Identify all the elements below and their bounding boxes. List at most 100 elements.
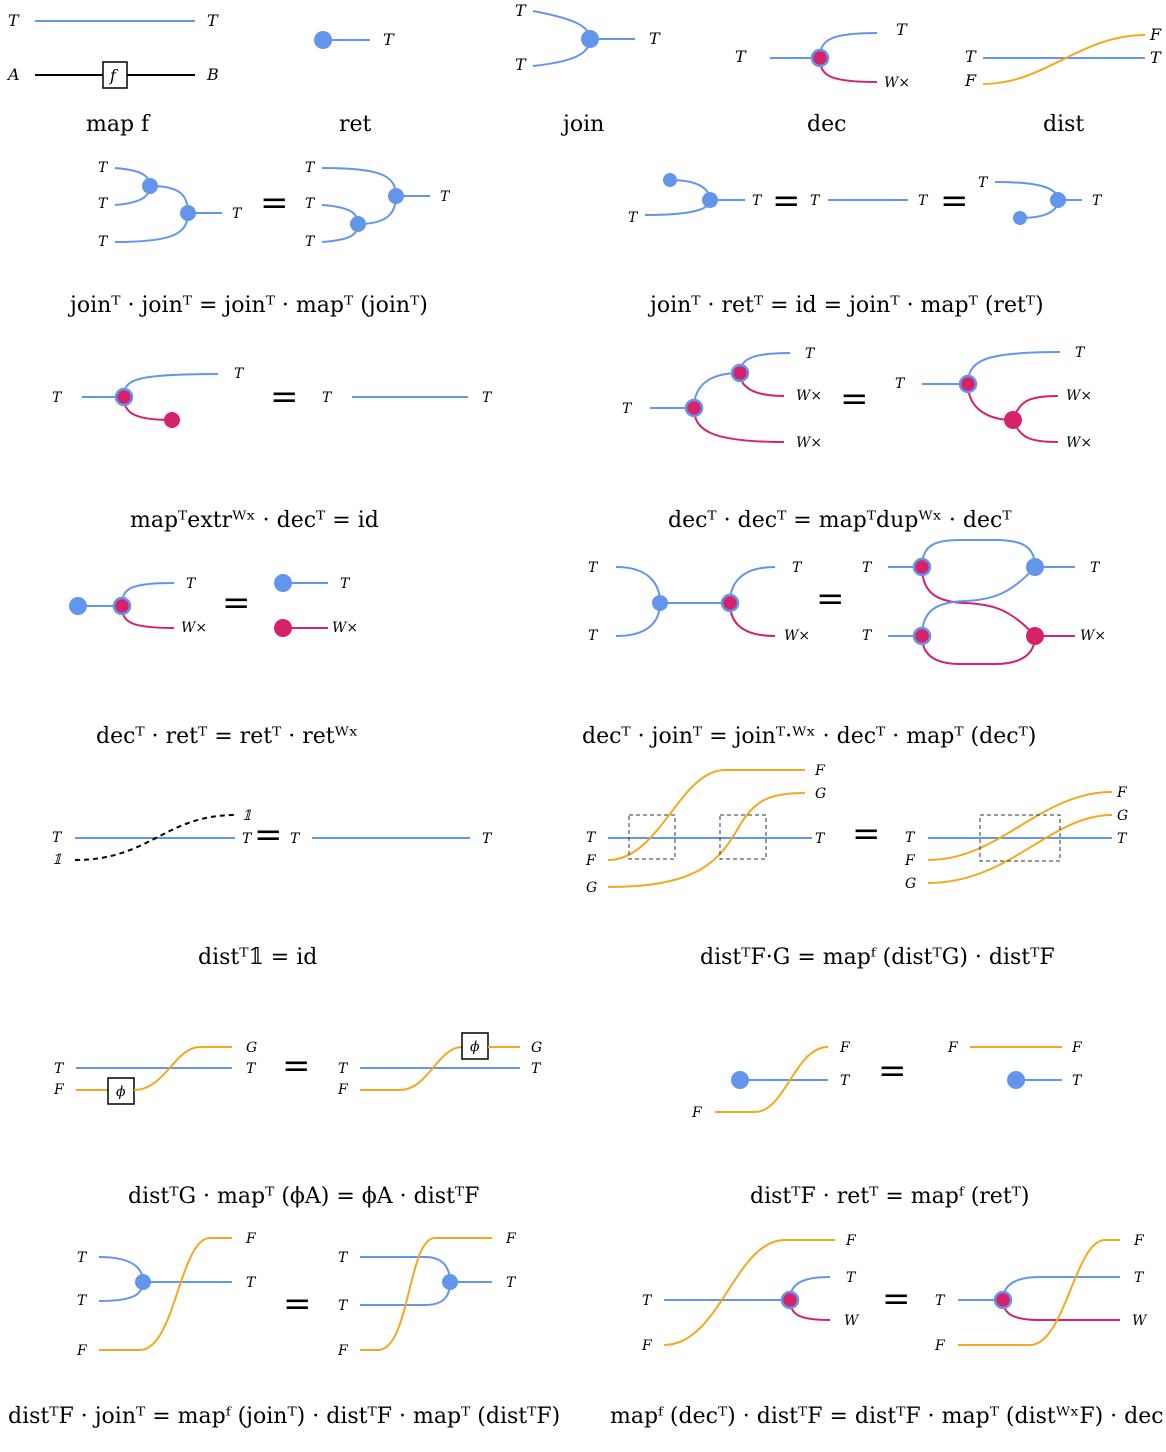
svg-text:G: G [1117, 808, 1128, 824]
svg-text:W×: W× [1066, 435, 1092, 451]
svg-text:W×: W× [332, 620, 358, 636]
label-T: T [207, 11, 219, 30]
svg-text:F: F [839, 1040, 851, 1056]
dist-diagram: T F F T [964, 25, 1162, 90]
svg-text:T: T [242, 831, 253, 847]
label-F: F [1149, 25, 1162, 44]
caption-dec-join: decᵀ · joinᵀ = joinᵀ·ᵂˣ · decᵀ · mapᵀ (d… [582, 724, 1036, 749]
caption-dist: dist [1043, 112, 1084, 137]
svg-text:T: T [805, 346, 816, 362]
caption-dist-dec: mapᶠ (decᵀ) · distᵀF = distᵀF · mapᵀ (di… [610, 1404, 1164, 1429]
svg-text:T: T [792, 560, 803, 576]
dec-join-law: T T T W× = T T T W× [588, 539, 1106, 665]
svg-text:=: = [878, 1051, 907, 1091]
caption-dist-join: distᵀF · joinᵀ = mapᶠ (joinᵀ) · distᵀF ·… [8, 1404, 560, 1429]
label-F: F [964, 71, 977, 90]
dec-diagram: T T W× [735, 20, 910, 91]
join-dot [135, 1274, 151, 1290]
svg-text:F: F [845, 1233, 857, 1249]
svg-text:𝟙: 𝟙 [242, 808, 252, 824]
svg-text:T: T [234, 366, 245, 382]
svg-text:ϕ: ϕ [116, 1084, 126, 1100]
svg-text:T: T [305, 234, 316, 250]
caption-dec-counit: mapᵀextrᵂˣ · decᵀ = id [130, 508, 379, 533]
label-T: T [735, 47, 747, 66]
svg-text:=: = [270, 377, 299, 417]
svg-text:T: T [815, 831, 826, 847]
svg-text:F: F [691, 1105, 703, 1121]
dist-join-law: T T F F T = T T F F T [76, 1231, 517, 1359]
svg-text:G: G [246, 1040, 257, 1056]
svg-text:T: T [862, 560, 873, 576]
svg-text:W×: W× [1080, 628, 1106, 644]
svg-text:T: T [305, 196, 316, 212]
svg-text:T: T [340, 576, 351, 592]
caption-dist-ret: distᵀF · retᵀ = mapᶠ (retᵀ) [750, 1184, 1029, 1209]
join-dot [350, 216, 366, 232]
dec-coassoc-law: T T W× W× = T T W× W× [622, 345, 1092, 451]
dec-dot [780, 1290, 800, 1310]
join-assoc-rhs: T T T T [305, 160, 451, 250]
caption-dec: dec [807, 112, 846, 137]
svg-text:F: F [76, 1343, 88, 1359]
svg-text:T: T [978, 175, 989, 191]
map-f-diagram: T T A f B [6, 11, 219, 89]
caption-ret: ret [339, 112, 372, 137]
svg-text:=: = [816, 579, 845, 619]
equals-sign: = [260, 183, 289, 223]
svg-text:T: T [935, 1293, 946, 1309]
dist-ret-law: F F T = F F T [691, 1040, 1083, 1121]
svg-text:W: W [844, 1313, 860, 1329]
caption-join: join [560, 112, 604, 137]
svg-text:T: T [246, 1275, 257, 1291]
dup-dot [1004, 411, 1022, 429]
caption-dec-coassoc: decᵀ · decᵀ = mapᵀdupᵂˣ · decᵀ [668, 508, 1012, 533]
svg-text:𝟙: 𝟙 [52, 852, 62, 868]
svg-text:T: T [290, 831, 301, 847]
svg-text:T: T [588, 628, 599, 644]
join-dot [581, 30, 599, 48]
dist-composition-law: T F G F G T = T F G F G T [585, 763, 1128, 896]
svg-text:F: F [1133, 1233, 1145, 1249]
caption-dist-unit: distᵀ𝟙 = id [198, 945, 317, 970]
label-T: T [515, 1, 527, 20]
svg-text:T: T [531, 1061, 542, 1077]
svg-text:W: W [1132, 1313, 1148, 1329]
svg-text:W×: W× [784, 628, 810, 644]
svg-text:T: T [482, 390, 493, 406]
dec-dot [684, 398, 704, 418]
svg-text:W×: W× [1066, 388, 1092, 404]
svg-text:G: G [586, 880, 597, 896]
dec-dot [810, 48, 830, 68]
svg-text:F: F [337, 1343, 349, 1359]
svg-text:T: T [622, 401, 633, 417]
svg-text:W×: W× [796, 388, 822, 404]
caption-dist-composition: distᵀF·G = mapᶠ (distᵀG) · distᵀF [700, 945, 1055, 970]
svg-text:T: T [52, 830, 63, 846]
svg-text:ϕ: ϕ [470, 1039, 480, 1055]
svg-text:=: = [222, 583, 251, 623]
svg-text:T: T [52, 390, 63, 406]
svg-text:T: T [232, 206, 243, 222]
svg-text:T: T [628, 210, 639, 226]
svg-text:G: G [905, 876, 916, 892]
dec-dot [112, 596, 132, 616]
svg-text:T: T [862, 628, 873, 644]
svg-text:F: F [904, 853, 916, 869]
svg-text:=: = [282, 1046, 311, 1086]
svg-text:T: T [338, 1298, 349, 1314]
svg-text:T: T [1072, 1073, 1083, 1089]
dec-counit-law: T T = T T [52, 366, 493, 428]
svg-text:T: T [586, 830, 597, 846]
dist-box [719, 814, 767, 860]
svg-text:T: T [305, 160, 316, 176]
dec-dot [720, 593, 740, 613]
svg-text:T: T [918, 193, 929, 209]
svg-text:T: T [1117, 831, 1128, 847]
svg-text:T: T [905, 830, 916, 846]
dist-dec-law: T F F T W = T F F T W [641, 1233, 1148, 1354]
dec-dot [958, 374, 978, 394]
join-assoc-lhs: T T T T [98, 160, 243, 250]
join-dot [1026, 558, 1044, 576]
svg-text:=: = [882, 1279, 911, 1319]
